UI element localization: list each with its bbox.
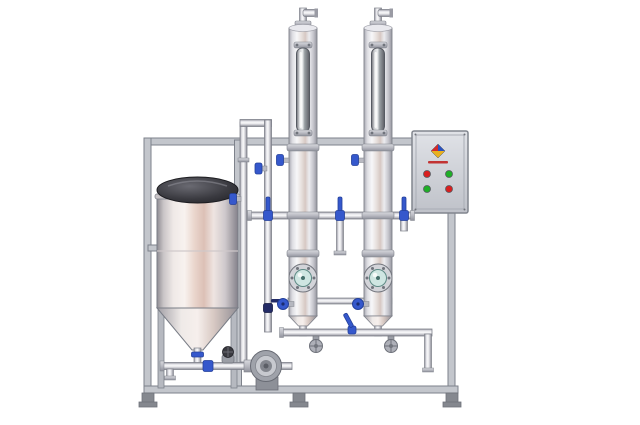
manifold-end-cap-left <box>247 210 252 221</box>
manifold-stub-mid <box>336 218 344 253</box>
indicator-lamp-4 <box>445 185 453 193</box>
handwheel-valve-2 <box>384 335 398 353</box>
lever-valve-3 <box>399 196 409 221</box>
upper-manifold <box>247 210 415 256</box>
membrane-column-1 <box>276 7 320 337</box>
drain-drop-pipe <box>424 333 432 371</box>
indicator-lamp-3 <box>423 185 431 193</box>
panel-door <box>415 134 465 210</box>
control-panel <box>411 130 469 214</box>
indicator-lamp-1 <box>423 170 431 178</box>
tank-dome-highlight <box>167 180 228 187</box>
indicator-lamp-2 <box>445 170 453 178</box>
lever-valve-2 <box>335 196 345 221</box>
membrane-column-2 <box>351 7 395 337</box>
handwheel-valve-1 <box>309 335 323 353</box>
drain-end-cap <box>159 360 165 372</box>
tank-weld-line <box>157 250 238 252</box>
frame-feet <box>138 392 462 408</box>
indicator-lamps <box>423 170 453 193</box>
drain-clamp-blue <box>202 360 214 372</box>
tank-cone <box>155 307 240 351</box>
pump <box>250 350 282 391</box>
lower-manifold-pipe <box>281 328 433 337</box>
drain-drop-cap <box>422 367 434 373</box>
manifold-end-cap-right <box>410 210 415 221</box>
lever-valve-lower <box>343 312 357 335</box>
clamp-valve-feed <box>254 162 268 175</box>
brand-logo-icon <box>430 143 446 159</box>
frame-left-post <box>143 137 152 393</box>
lever-valve-1 <box>263 196 273 221</box>
ball-valve-navy <box>263 299 281 313</box>
riser-flange <box>237 157 250 163</box>
diaphragm-valve <box>221 346 235 364</box>
panel-enclosure <box>411 130 469 214</box>
frame-bottom-rail <box>143 385 459 394</box>
drain-elbow-cap <box>164 375 176 381</box>
clamp-valve-riser <box>229 193 242 205</box>
tank-outlet-clamp <box>191 351 204 358</box>
manifold-valves <box>263 196 409 221</box>
brand-logo-text <box>428 161 448 164</box>
lower-manifold-cap-left <box>279 327 284 338</box>
feed-piping <box>229 119 281 363</box>
panel-screws <box>414 133 466 211</box>
drain-line <box>159 346 293 391</box>
manifold-stub-cap <box>333 250 347 256</box>
lower-manifold <box>279 312 434 373</box>
feed-drop-pipe-lower <box>264 218 272 333</box>
storage-tank <box>154 176 241 389</box>
